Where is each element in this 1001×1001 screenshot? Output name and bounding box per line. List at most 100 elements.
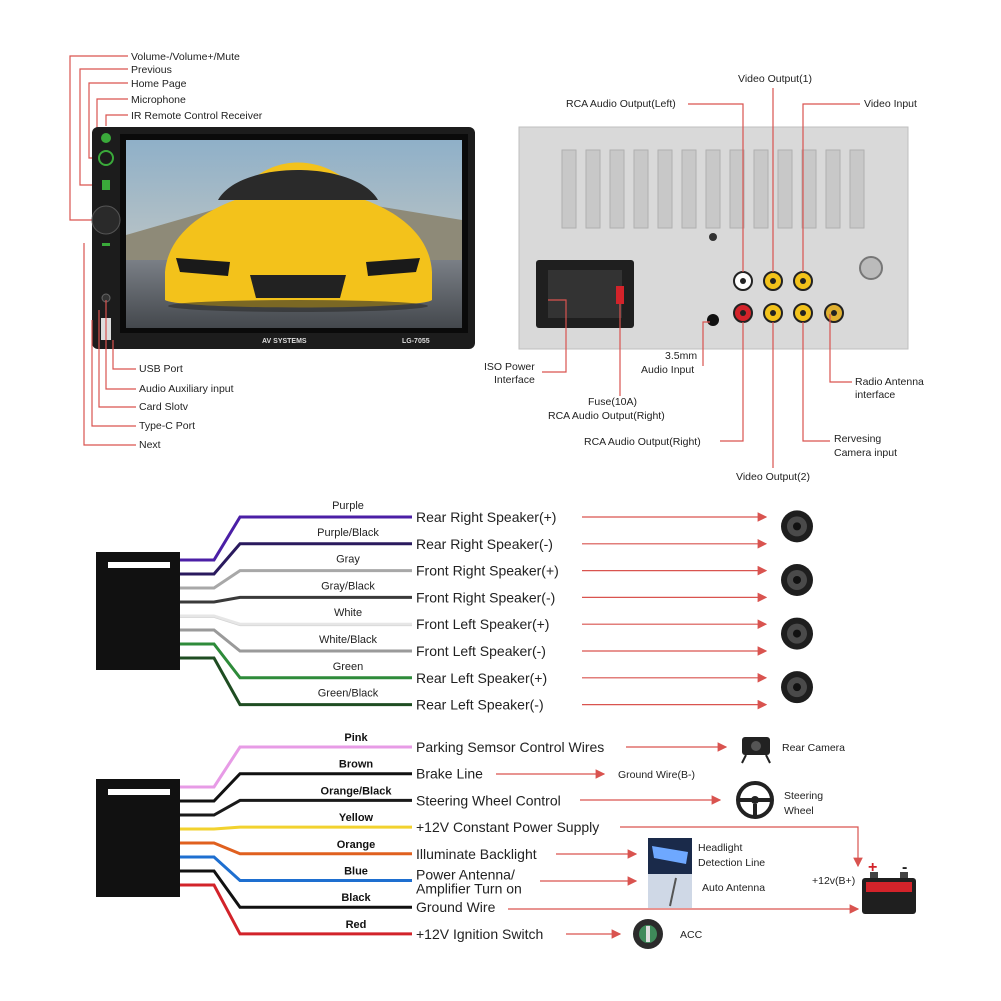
label-headlight-1: Headlight bbox=[698, 842, 742, 854]
model-text: LG-7055 bbox=[402, 338, 430, 345]
screw-hole bbox=[709, 233, 717, 241]
power-wire-function-label: +12V Constant Power Supply bbox=[416, 819, 599, 835]
label-ground-b-minus: Ground Wire(B-) bbox=[618, 769, 695, 781]
speaker-wire-edge bbox=[180, 617, 412, 627]
front-labels-bottom: USB Port Audio Auxiliary input Card Slot… bbox=[139, 363, 234, 451]
power-wire-color-label: Orange bbox=[337, 839, 376, 851]
front-leaders-bottom bbox=[83, 243, 136, 446]
label-rear-camera: Rear Camera bbox=[782, 742, 845, 754]
headlight-image bbox=[648, 838, 692, 908]
front-labels-top: Volume-/Volume+/Mute Previous Home Page … bbox=[131, 51, 263, 122]
label-fuse-1: Fuse(10A) bbox=[588, 396, 637, 408]
speaker-wire-function-label: Rear Right Speaker(+) bbox=[416, 509, 556, 525]
label-radio-antenna-1: Radio Antenna bbox=[855, 376, 924, 388]
power-wire-function-label: Power Antenna/ bbox=[416, 867, 515, 883]
power-wire bbox=[180, 772, 412, 803]
label-radio-antenna-2: interface bbox=[855, 389, 895, 401]
power-wire bbox=[180, 798, 412, 817]
power-wire bbox=[180, 883, 412, 936]
heat-sink-fins bbox=[561, 149, 865, 229]
rear-labels: RCA Audio Output(Left) Video Output(1) V… bbox=[484, 73, 924, 483]
ir-receiver-icon bbox=[101, 133, 111, 143]
battery-icon bbox=[862, 872, 916, 914]
label-volume: Volume-/Volume+/Mute bbox=[131, 51, 240, 63]
speaker-icon bbox=[781, 671, 813, 704]
arrow-constant-power bbox=[620, 826, 863, 868]
power-wire-function-label: Ground Wire bbox=[416, 899, 496, 915]
power-wire-function-label: +12V Ignition Switch bbox=[416, 926, 543, 942]
speaker-wire bbox=[180, 628, 412, 653]
speaker-wire-function-label: Front Right Speaker(+) bbox=[416, 563, 559, 579]
label-rca-left: RCA Audio Output(Left) bbox=[566, 98, 676, 110]
label-headlight-2: Detection Line bbox=[698, 857, 765, 869]
label-typec-port: Type-C Port bbox=[139, 420, 195, 432]
power-wire bbox=[180, 869, 412, 909]
power-wire-color-label: Brown bbox=[339, 759, 374, 771]
speaker-wires bbox=[180, 515, 412, 707]
ignition-icon bbox=[633, 919, 663, 949]
speaker-icon bbox=[781, 563, 813, 596]
speaker-wire-function-label: Front Left Speaker(+) bbox=[416, 616, 549, 632]
power-wire-color-label: Orange/Black bbox=[321, 785, 393, 797]
label-battery-plus: +12v(B+) bbox=[812, 875, 855, 887]
rca-jacks bbox=[707, 256, 883, 326]
power-button[interactable] bbox=[98, 150, 114, 166]
volume-knob[interactable] bbox=[91, 205, 121, 235]
speaker-wire-color-label: Gray/Black bbox=[321, 580, 375, 592]
speaker-connector bbox=[96, 552, 180, 670]
label-fuse-2: RCA Audio Output(Right) bbox=[548, 410, 665, 422]
speaker-wire-color-label: Green bbox=[333, 661, 364, 673]
power-wire bbox=[180, 745, 412, 789]
speaker-wire-function-label: Front Left Speaker(-) bbox=[416, 643, 546, 659]
label-next: Next bbox=[139, 439, 161, 451]
power-wire-color-label: Pink bbox=[344, 732, 368, 744]
label-video-out-2: Video Output(2) bbox=[736, 471, 810, 483]
screen-image bbox=[126, 140, 462, 328]
speaker-wire bbox=[180, 642, 412, 680]
speaker-wire-color-label: White/Black bbox=[319, 634, 378, 646]
power-wire-function-label: Amplifier Turn on bbox=[416, 881, 522, 897]
aux-35-jack bbox=[707, 314, 719, 326]
iso-connector bbox=[536, 260, 634, 328]
home-button[interactable] bbox=[102, 180, 110, 190]
speaker-wire bbox=[180, 515, 412, 562]
speaker-wire-color-label: Gray bbox=[336, 554, 360, 566]
speaker-wire-color-label: Green/Black bbox=[318, 688, 379, 700]
antenna-socket bbox=[859, 256, 883, 280]
label-previous: Previous bbox=[131, 64, 172, 76]
label-microphone: Microphone bbox=[131, 94, 186, 106]
power-wire-color-label: Blue bbox=[344, 866, 368, 878]
rear-panel: RCA Audio Output(Left) Video Output(1) V… bbox=[484, 73, 924, 483]
label-aux-35-2: Audio Input bbox=[641, 364, 694, 376]
label-video-out-1: Video Output(1) bbox=[738, 73, 812, 85]
power-wire-color-label: Red bbox=[346, 919, 367, 931]
power-wire-function-label: Steering Wheel Control bbox=[416, 792, 561, 808]
speaker-icon bbox=[781, 510, 813, 543]
label-aux-35-1: 3.5mm bbox=[665, 350, 697, 362]
label-rca-right: RCA Audio Output(Right) bbox=[584, 436, 701, 448]
label-iso-power-1: ISO Power bbox=[484, 361, 535, 373]
speaker-icon bbox=[781, 617, 813, 650]
power-wire-function-label: Brake Line bbox=[416, 766, 483, 782]
label-acc: ACC bbox=[680, 929, 703, 941]
next-button[interactable] bbox=[102, 243, 110, 246]
speaker-wire-color-label: White bbox=[334, 607, 362, 619]
speaker-wire-color-label: Purple/Black bbox=[317, 527, 379, 539]
power-connector bbox=[96, 779, 180, 897]
car-image bbox=[165, 162, 432, 312]
speaker-icons bbox=[781, 510, 813, 704]
power-targets: Rear Camera Ground Wire(B-) Steering Whe… bbox=[496, 737, 916, 949]
speaker-wire bbox=[180, 614, 412, 626]
speaker-wire bbox=[180, 656, 412, 707]
power-wire bbox=[180, 825, 412, 831]
rear-leaders bbox=[542, 88, 860, 468]
speaker-wire-function-label: Rear Left Speaker(-) bbox=[416, 697, 544, 713]
label-auto-antenna: Auto Antenna bbox=[702, 882, 765, 894]
label-card-slot: Card Slotv bbox=[139, 401, 189, 413]
power-wires bbox=[180, 745, 412, 936]
battery-plus: + bbox=[868, 859, 877, 876]
label-reversing-1: Rervesing bbox=[834, 433, 881, 445]
